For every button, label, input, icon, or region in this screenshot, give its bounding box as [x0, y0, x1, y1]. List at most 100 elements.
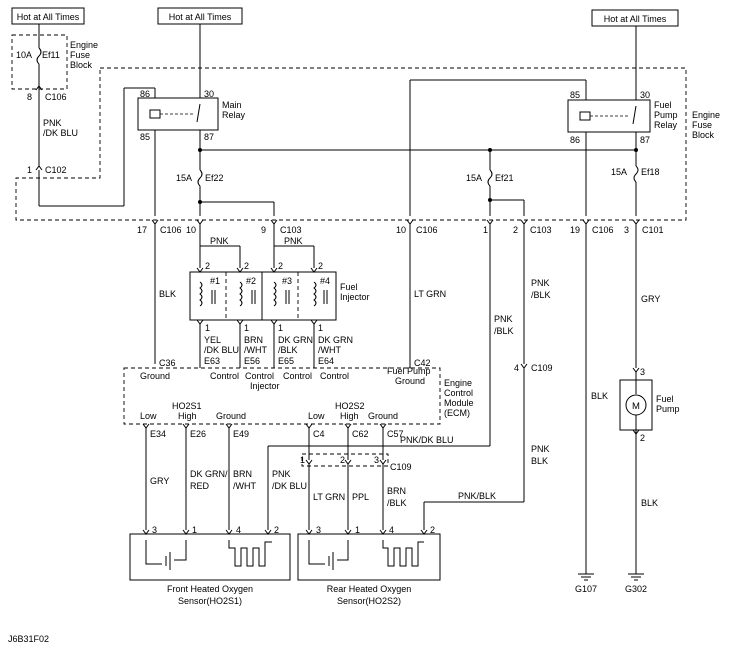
pnk-label-2: PNK	[284, 236, 303, 246]
main-relay-pin30: 30	[204, 89, 214, 99]
wire-blk-ground: BLK	[641, 498, 658, 508]
injector1-coil-icon	[199, 281, 203, 307]
inj3-pin2: 2	[278, 261, 283, 271]
c109-label-2: C109	[390, 462, 412, 472]
wire-label-pnk-left: PNK	[43, 118, 62, 128]
c106-label-a: C106	[160, 225, 182, 235]
wire-label-lt-grn: LT GRN	[414, 289, 446, 299]
engine-fuse-block-small: 10A Ef11 Engine Fuse Block 8 C106	[11, 24, 98, 102]
pin-17: 17	[137, 225, 147, 235]
wire-pnk-v1: PNK	[494, 314, 513, 324]
fpr-label3: Relay	[654, 120, 678, 130]
hot-label-center: Hot at All Times	[169, 12, 232, 22]
efb-main-line3: Block	[692, 130, 715, 140]
pin-c62: C62	[352, 429, 369, 439]
hot-at-all-times-box-right: Hot at All Times	[591, 9, 679, 27]
inj1-name: #1	[210, 276, 220, 286]
ecm-module: Ground Control Control Control Control I…	[123, 366, 474, 425]
c109-p3: 3	[374, 455, 379, 465]
wire-lt-grn-rear: LT GRN	[313, 492, 345, 502]
front-sensor-label2: Sensor(HO2S1)	[178, 596, 242, 606]
ef18-rating: 15A	[611, 167, 627, 177]
figure-id: J6B31F02	[8, 634, 49, 644]
injector-label2: Injector	[340, 292, 370, 302]
ground-g107-label: G107	[575, 584, 597, 594]
pin-c4: C4	[313, 429, 325, 439]
ecm-ground-label: Ground	[140, 371, 170, 381]
main-relay-label2: Relay	[222, 110, 246, 120]
ecm-label1: Engine	[444, 378, 472, 388]
fpr-pin87: 87	[640, 135, 650, 145]
main-relay-pin85: 85	[140, 132, 150, 142]
ecm-high-1: High	[178, 411, 197, 421]
main-relay-pin86: 86	[140, 89, 150, 99]
hot-label-right: Hot at All Times	[604, 14, 667, 24]
ecm-control-1: Control	[210, 371, 239, 381]
wire-pnk-dkblu-2: /DK BLU	[272, 481, 307, 491]
fpr-label1: Fuel	[654, 100, 672, 110]
ground-g302-label: G302	[625, 584, 647, 594]
ecm-label4: (ECM)	[444, 408, 470, 418]
efb-small-line1: Engine	[70, 40, 98, 50]
pin-c57: C57	[387, 429, 404, 439]
injector-label1: Fuel	[340, 282, 358, 292]
motor-symbol: M	[632, 401, 640, 412]
rear-sensor-label1: Rear Heated Oxygen	[327, 584, 412, 594]
wire-pnk-dkblu-h: PNK/DK BLU	[400, 435, 454, 445]
connector-row: 17 C106 10 9 C103 10 C106 1 2 C103 19 C1…	[137, 219, 664, 235]
rear-pin1: 1	[355, 525, 360, 535]
c106-label-c: C106	[592, 225, 614, 235]
ef11-rating: 10A	[16, 50, 32, 60]
inj1-pin2: 2	[205, 261, 210, 271]
inj4-pin2: 2	[318, 261, 323, 271]
efb-main-line2: Fuse	[692, 120, 712, 130]
pin-2: 2	[513, 225, 518, 235]
wire-brn-wht-2: /WHT	[233, 481, 256, 491]
rear-pin2: 2	[430, 525, 435, 535]
wire-label-blk: BLK	[159, 289, 176, 299]
fuel-pump-label2: Pump	[656, 404, 680, 414]
pin-e26: E26	[190, 429, 206, 439]
front-pin4: 4	[236, 525, 241, 535]
rear-sensor-label2: Sensor(HO2S2)	[337, 596, 401, 606]
injector4-coil-icon	[313, 281, 317, 307]
c106-pin8: 8	[27, 92, 32, 102]
ecm-low-1: Low	[140, 411, 157, 421]
ground-g302-icon	[628, 573, 644, 581]
hot-label-left: Hot at All Times	[17, 12, 80, 22]
c101-label: C101	[642, 225, 664, 235]
inj3-name: #3	[282, 276, 292, 286]
ef21-label: Ef21	[495, 173, 514, 183]
ecm-label2: Control	[444, 388, 473, 398]
c106-label-small: C106	[45, 92, 67, 102]
hot-at-all-times-box-center: Hot at All Times	[157, 7, 243, 25]
ecm-control-2: Control	[245, 371, 274, 381]
wire-pnk-blk-r2: /BLK	[531, 290, 551, 300]
ecm-control-3: Control	[283, 371, 312, 381]
wire-dkgrn-red-2: RED	[190, 481, 210, 491]
c109-pin4: 4	[514, 363, 519, 373]
front-sensor-heater-icon	[228, 540, 272, 567]
wire-pnk-blk-h: PNK/BLK	[458, 491, 496, 501]
c103-label-a: C103	[280, 225, 302, 235]
wire-pnk-blk-low2: BLK	[531, 456, 548, 466]
wire-brn-blk-1: BRN	[387, 486, 406, 496]
pin-10b: 10	[396, 225, 406, 235]
wire-ppl: PPL	[352, 492, 369, 502]
ecm-high-2: High	[340, 411, 359, 421]
inj1-wire-l1: YEL	[204, 335, 221, 345]
front-pin3: 3	[152, 525, 157, 535]
pin-1: 1	[483, 225, 488, 235]
inj2-pin2: 2	[244, 261, 249, 271]
rear-sensor-heater-icon	[382, 540, 424, 567]
ecm-ground-1: Ground	[216, 411, 246, 421]
fpr-pin86: 86	[570, 135, 580, 145]
pump-pin3: 3	[640, 367, 645, 377]
inj3-wire-l2: /BLK	[278, 345, 298, 355]
ecm-ho2s2: HO2S2	[335, 401, 365, 411]
pin-e34: E34	[150, 429, 166, 439]
inj2-wire-l1: BRN	[244, 335, 263, 345]
fpr-pin85: 85	[570, 90, 580, 100]
pump-pin2: 2	[640, 433, 645, 443]
